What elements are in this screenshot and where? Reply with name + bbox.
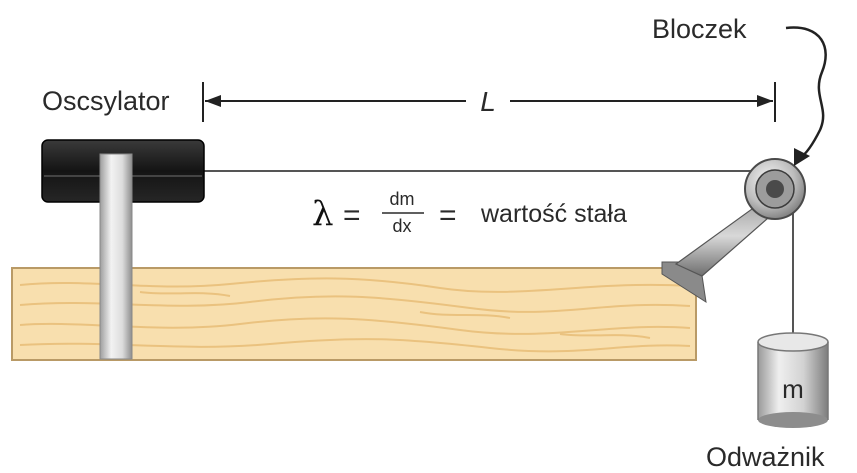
formula-equals-1: = bbox=[343, 199, 361, 232]
length-label: L bbox=[480, 86, 496, 117]
formula-denominator: dx bbox=[392, 216, 411, 236]
formula-numerator: dm bbox=[389, 189, 414, 209]
oscillator-label: Oscsylator bbox=[42, 86, 170, 116]
formula-text: wartość stała bbox=[480, 200, 627, 228]
oscillator bbox=[41, 139, 205, 360]
pulley-support-arm bbox=[661, 195, 786, 304]
pulley bbox=[744, 158, 806, 220]
formula-lambda: λ bbox=[312, 194, 334, 234]
length-dimension: L bbox=[202, 82, 776, 122]
weight-mass-label: m bbox=[782, 374, 804, 404]
weight-label: Odważnik bbox=[706, 442, 825, 472]
linear-density-formula: λ = dm dx = wartość stała bbox=[312, 189, 627, 236]
hanging-weight: m bbox=[757, 332, 829, 428]
pulley-pointer-arrow bbox=[785, 26, 827, 166]
pulley-label: Bloczek bbox=[652, 14, 747, 44]
formula-equals-2: = bbox=[439, 199, 457, 232]
